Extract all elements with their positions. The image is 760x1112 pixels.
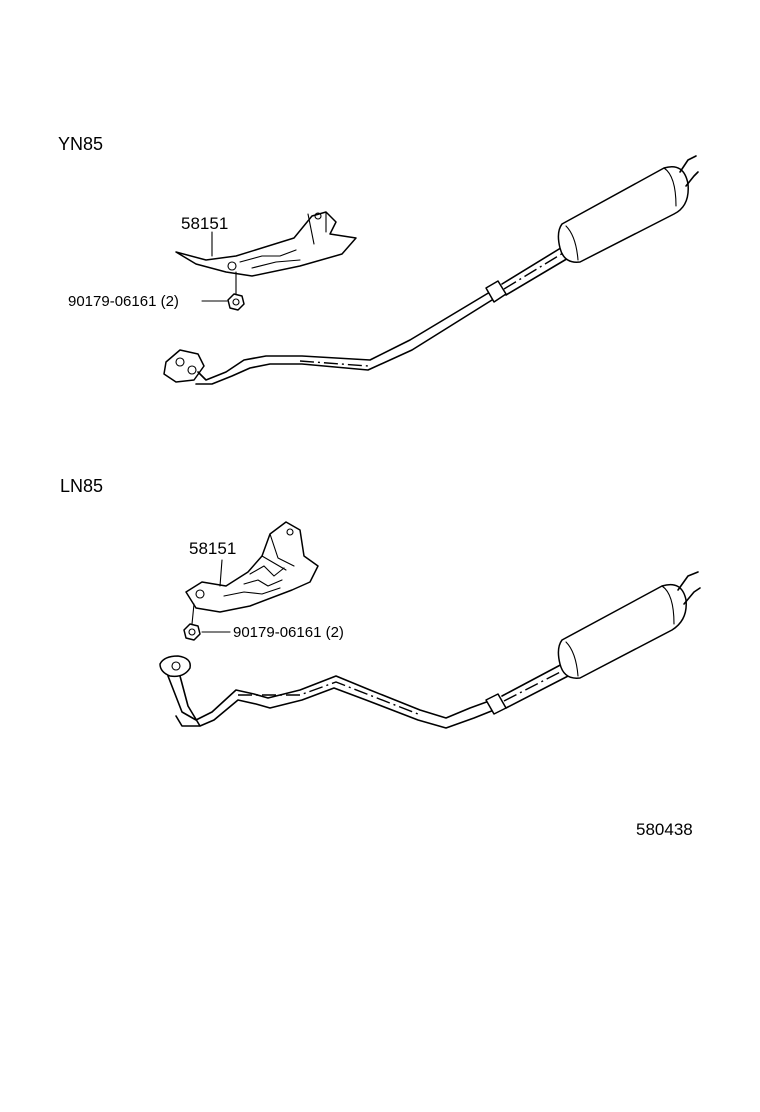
pipe-centerline <box>503 667 569 702</box>
muffler-yn85 <box>557 166 689 263</box>
front-flange-yn85 <box>163 349 205 383</box>
flange-bolt-hole <box>171 661 181 671</box>
pipe-segment <box>501 245 565 285</box>
pipe-coupling <box>485 693 507 715</box>
tail-pipe-yn85 <box>679 155 697 173</box>
flange-bolt-hole <box>187 365 197 375</box>
part-number-label-ln85: 58151 <box>189 539 236 558</box>
heat-insulator-yn85 <box>175 211 357 277</box>
mounting-hole <box>227 261 237 271</box>
pipe-segment <box>197 291 491 381</box>
pipe-coupling <box>485 280 507 303</box>
figure-code: 580438 <box>636 820 693 839</box>
tail-pipe-yn85 <box>685 171 699 187</box>
pipe-centerline <box>503 249 569 290</box>
part-number-label-yn85: 58151 <box>181 214 228 233</box>
variant-label-ln85: LN85 <box>60 476 103 496</box>
fastener-label-yn85: 90179-06161 (2) <box>68 293 179 310</box>
section-yn85: YN85 <box>58 134 699 385</box>
pipe-segment <box>505 256 571 296</box>
fastener-label-ln85: 90179-06161 (2) <box>233 624 344 641</box>
pipe-segment <box>167 675 493 721</box>
tail-pipe-ln85 <box>677 571 699 591</box>
pipe-centerline <box>299 360 369 367</box>
mounting-hole <box>195 589 205 599</box>
mounting-hole <box>286 528 294 536</box>
front-flange-ln85 <box>159 655 191 678</box>
pipe-segment <box>175 675 495 729</box>
tail-pipe-ln85 <box>683 587 701 605</box>
pipe-segment <box>195 299 493 385</box>
pipe-centerline <box>238 681 419 715</box>
flange-bolt-hole <box>175 357 185 367</box>
variant-label-yn85: YN85 <box>58 134 103 154</box>
exhaust-pipe-yn85 <box>163 155 699 385</box>
nut-icon <box>227 293 245 311</box>
leader-line-part-ln85 <box>219 559 223 587</box>
nut-icon <box>183 623 201 641</box>
pipe-segment <box>501 661 567 697</box>
heat-insulator-ln85 <box>185 521 319 613</box>
mounting-hole <box>314 212 322 220</box>
muffler-ln85 <box>557 583 687 679</box>
section-ln85: LN85 <box>60 476 701 729</box>
nut-axis-line <box>191 603 195 625</box>
pipe-segment <box>505 673 573 709</box>
exhaust-pipe-ln85 <box>159 571 701 729</box>
